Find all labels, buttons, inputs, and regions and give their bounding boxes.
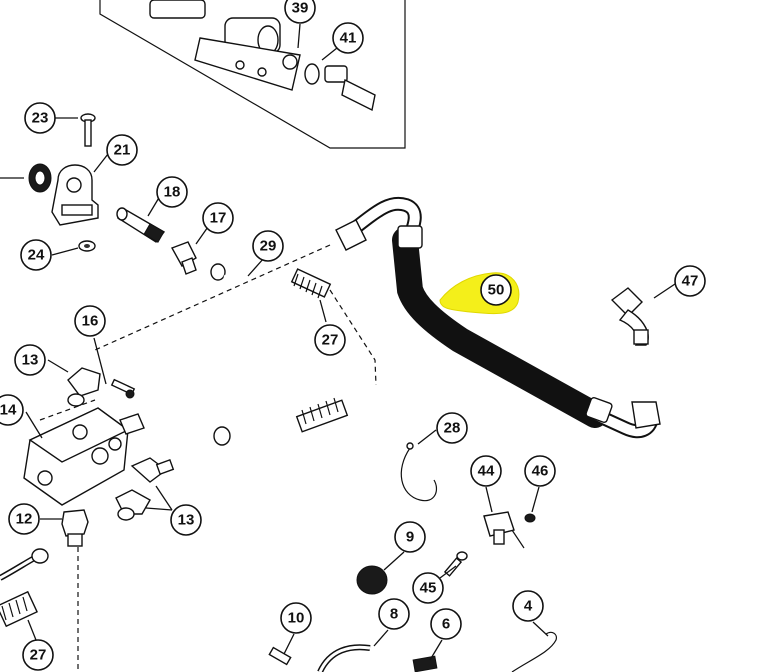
screw-16 — [110, 378, 136, 399]
svg-text:29: 29 — [260, 238, 277, 255]
callout-23: 23 — [24, 102, 56, 134]
inset-assembly-39 — [149, 0, 301, 91]
bracket-21 — [51, 164, 99, 226]
callout-47: 47 — [674, 265, 706, 297]
svg-text:9: 9 — [406, 529, 414, 546]
callout-18: 18 — [156, 176, 188, 208]
svg-text:21: 21 — [114, 142, 131, 159]
valve-body-14 — [23, 407, 145, 506]
svg-text:10: 10 — [288, 610, 305, 627]
callout-4: 4 — [512, 590, 544, 622]
callout-46: 46 — [524, 455, 556, 487]
rod-4 — [511, 631, 557, 672]
callout-21: 21 — [106, 134, 138, 166]
svg-text:12: 12 — [16, 511, 33, 528]
spring-27-bottom — [0, 590, 38, 628]
callout-24: 24 — [20, 239, 52, 271]
connector-17 — [170, 241, 197, 275]
lower-left-tube — [0, 548, 49, 581]
washer-left — [28, 163, 52, 193]
svg-text:39: 39 — [292, 0, 309, 17]
dashed-routing — [39, 244, 377, 672]
callout-50: 50 — [480, 274, 512, 306]
nut-24 — [78, 240, 96, 252]
inset-fitting-41 — [304, 63, 376, 112]
tube-fitting-18 — [116, 207, 166, 243]
bolt-23 — [80, 113, 96, 147]
svg-text:46: 46 — [532, 463, 549, 480]
callout-13-bottom: 13 — [170, 504, 202, 536]
svg-text:8: 8 — [390, 606, 398, 623]
callout-27-bottom: 27 — [22, 639, 54, 671]
bolt-6 — [412, 655, 438, 672]
svg-text:45: 45 — [420, 580, 437, 597]
inset-frame — [99, 0, 406, 149]
svg-text:50: 50 — [488, 282, 505, 299]
callout-17: 17 — [202, 202, 234, 234]
clamp-28 — [400, 442, 438, 502]
callout-29: 29 — [252, 230, 284, 262]
svg-text:44: 44 — [478, 463, 495, 480]
callout-27-top: 27 — [314, 324, 346, 356]
fitting-12 — [61, 509, 89, 547]
svg-text:17: 17 — [210, 210, 227, 227]
svg-text:41: 41 — [340, 30, 357, 47]
callout-28: 28 — [436, 412, 468, 444]
callout-14: 14 — [0, 394, 24, 426]
callout-8: 8 — [378, 598, 410, 630]
elbow-47 — [610, 287, 649, 346]
callout-16: 16 — [74, 305, 106, 337]
callout-9: 9 — [394, 521, 426, 553]
callout-6: 6 — [430, 608, 462, 640]
svg-text:13: 13 — [178, 512, 195, 529]
svg-text:13: 13 — [22, 352, 39, 369]
hose-assembly-50 — [335, 196, 661, 439]
svg-text:24: 24 — [28, 247, 45, 264]
svg-text:14: 14 — [0, 402, 17, 419]
fitting-13-lower-a — [130, 457, 175, 483]
fitting-13-top — [67, 367, 101, 407]
callout-45: 45 — [412, 572, 444, 604]
tube-29 — [210, 263, 309, 446]
callout-13-top: 13 — [14, 344, 46, 376]
rod-8 — [317, 644, 371, 672]
leader-lines — [0, 23, 676, 661]
fitting-13-lower-b — [115, 489, 151, 521]
svg-text:6: 6 — [442, 616, 450, 633]
callout-44: 44 — [470, 455, 502, 487]
svg-text:28: 28 — [444, 420, 461, 437]
callout-41: 41 — [332, 22, 364, 54]
switch-44 — [483, 511, 525, 549]
svg-text:27: 27 — [322, 332, 339, 349]
spring-27-mid — [295, 397, 349, 433]
nut-46 — [524, 513, 536, 523]
svg-text:4: 4 — [524, 598, 533, 615]
callout-10: 10 — [280, 602, 312, 634]
callout-12: 12 — [8, 503, 40, 535]
svg-text:23: 23 — [32, 110, 49, 127]
svg-text:27: 27 — [30, 647, 47, 664]
pin-10 — [268, 646, 292, 666]
svg-text:18: 18 — [164, 184, 181, 201]
spring-27-top — [290, 268, 332, 299]
svg-text:16: 16 — [82, 313, 99, 330]
plug-9 — [356, 565, 388, 595]
callout-39: 39 — [284, 0, 316, 24]
svg-text:47: 47 — [682, 273, 699, 290]
